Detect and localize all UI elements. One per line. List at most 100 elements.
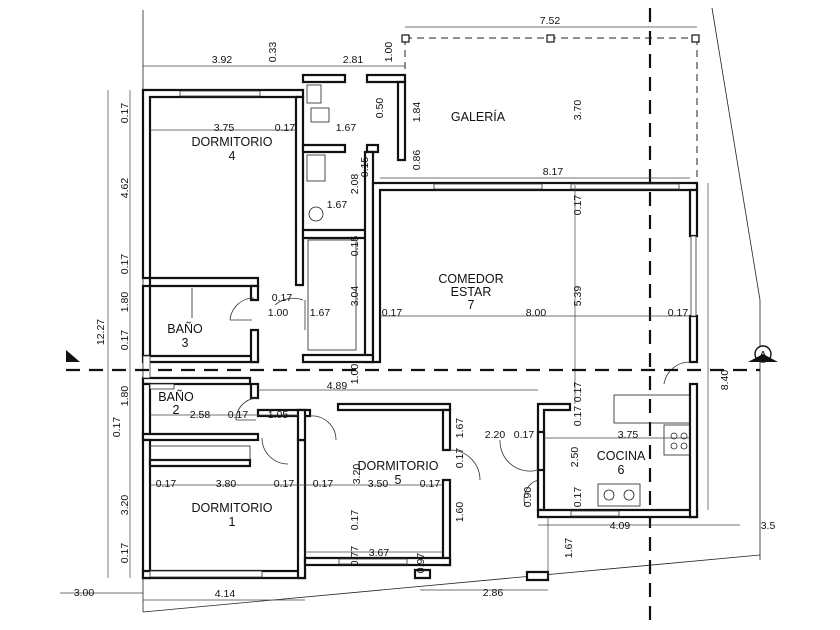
- dim-label: 0.17: [274, 478, 295, 490]
- dim-label: 12.27: [95, 319, 107, 345]
- dim-label: 0.17: [668, 307, 689, 319]
- dim-label: 0.17: [454, 448, 466, 469]
- dim-label: 3.00: [74, 587, 95, 599]
- galeria-outline: [401, 34, 700, 185]
- dim-label: 4.89: [327, 380, 348, 392]
- toilet-icon: [306, 84, 322, 104]
- dim-label: 1.05: [268, 409, 289, 421]
- dim-label: 3.75: [618, 429, 639, 441]
- dim-label: 4.14: [215, 588, 236, 600]
- room-labels: DORMITORIO 4 BAÑO 3 BAÑO 2 DORMITORIO 1 …: [158, 109, 646, 529]
- dim-label: 1.60: [454, 502, 466, 523]
- room-bano2-number: 2: [173, 403, 180, 417]
- dim-label: 0.33: [267, 42, 279, 63]
- dim-label: 0.17: [272, 292, 293, 304]
- room-cocina-number: 6: [618, 463, 625, 477]
- dim-label: 3.67: [369, 547, 390, 559]
- shower-tray-icon: [307, 239, 357, 351]
- dim-label: 0.77: [349, 546, 361, 567]
- dim-label: 8.40: [719, 370, 731, 391]
- dim-label: 0.50: [374, 98, 386, 119]
- dim-label: 0.17: [119, 543, 131, 564]
- dim-label: 4.62: [119, 178, 131, 199]
- room-dorm1-name: DORMITORIO: [191, 501, 272, 515]
- dim-label: 0.97: [415, 553, 427, 574]
- dim-label: 0.15: [359, 157, 371, 178]
- section-line: A: [66, 345, 778, 372]
- room-comedor-name1: COMEDOR: [438, 272, 503, 286]
- dim-label: 2.58: [190, 409, 211, 421]
- counter-icon: [613, 394, 691, 424]
- dim-label: 3.80: [216, 478, 237, 490]
- dim-label: 0.17: [572, 382, 584, 403]
- fixtures: [149, 84, 691, 507]
- dim-label: 2.86: [483, 587, 504, 599]
- dim-label: 0.17: [572, 406, 584, 427]
- dim-label: 0.90: [522, 487, 534, 508]
- room-dorm4-number: 4: [229, 149, 236, 163]
- dim-label: 0.17: [420, 478, 441, 490]
- room-cocina-name: COCINA: [597, 449, 646, 463]
- dim-label: 1.67: [310, 307, 331, 319]
- room-bano2-name: BAÑO: [158, 390, 194, 404]
- dim-label: 0.17: [228, 409, 249, 421]
- shower-icon: [306, 154, 326, 182]
- dim-label: 0.17: [111, 417, 123, 438]
- dim-label: 0.17: [119, 330, 131, 351]
- dim-label: 0.17: [119, 103, 131, 124]
- dim-label: 0.17: [572, 195, 584, 216]
- dim-label: 1.84: [411, 102, 423, 123]
- dim-label: 0.17: [514, 429, 535, 441]
- dim-label: 1.80: [119, 386, 131, 407]
- dim-label: 2.81: [343, 54, 364, 66]
- dim-label: 3.92: [212, 54, 233, 66]
- dim-label: 8.17: [543, 166, 564, 178]
- dim-label: 3.20: [351, 464, 363, 485]
- dim-label: 3.70: [572, 100, 584, 121]
- walls: [141, 73, 699, 582]
- section-marker-label: A: [759, 349, 766, 361]
- room-dorm4-name: DORMITORIO: [191, 135, 272, 149]
- stove-icon: [663, 424, 691, 456]
- room-dorm5-number: 5: [395, 473, 402, 487]
- dim-label: 2.50: [569, 447, 581, 468]
- sink-icon: [310, 107, 330, 123]
- dim-label: 0.17: [313, 478, 334, 490]
- dim-label: 0.17: [572, 487, 584, 508]
- dim-label: 0.17: [382, 307, 403, 319]
- room-comedor-number: 7: [468, 298, 475, 312]
- room-dorm5-name: DORMITORIO: [357, 459, 438, 473]
- dim-label: 0.17: [275, 122, 296, 134]
- dim-label: 3.20: [119, 495, 131, 516]
- dimension-labels: 7.52 3.92 0.33 2.81 1.00 0.17 4.62 0.17 …: [74, 15, 776, 600]
- dim-label: 3.75: [214, 122, 235, 134]
- dim-label: 1.00: [383, 42, 395, 63]
- dim-label: 3.50: [368, 478, 389, 490]
- dim-label: 1.80: [119, 292, 131, 313]
- dim-label: 3.04: [349, 286, 361, 307]
- dim-label: 1.00: [268, 307, 289, 319]
- dim-label: 0.17: [119, 254, 131, 275]
- dim-label: 1.00: [349, 364, 361, 385]
- room-bano3-name: BAÑO: [167, 322, 203, 336]
- wardrobe-icon: [149, 445, 251, 461]
- dim-label: 1.67: [327, 199, 348, 211]
- windows: [142, 90, 697, 578]
- room-galeria-name: GALERÍA: [451, 109, 506, 124]
- room-dorm1-number: 1: [229, 515, 236, 529]
- doors: [229, 297, 691, 506]
- dim-label: 7.52: [540, 15, 561, 27]
- dim-label: 0.17: [349, 510, 361, 531]
- dim-label: 1.67: [336, 122, 357, 134]
- dim-label: 1.67: [563, 538, 575, 559]
- dim-label: 1.67: [454, 418, 466, 439]
- kitchen-sink-icon: [597, 483, 641, 507]
- toilet-bowl-icon: [308, 206, 324, 222]
- dim-label: 2.20: [485, 429, 506, 441]
- dim-label: 2.08: [349, 174, 361, 195]
- dim-label: 4.09: [610, 520, 631, 532]
- dimension-lines: [60, 26, 740, 601]
- dim-label: 8.00: [526, 307, 547, 319]
- room-bano3-number: 3: [182, 336, 189, 350]
